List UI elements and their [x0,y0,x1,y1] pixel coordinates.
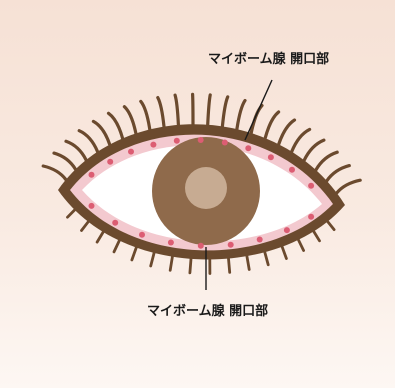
lower-eyelash [229,259,230,273]
gland-opening-dot [257,237,263,243]
gland-opening-dot [228,242,234,248]
gland-opening-dot [245,145,251,151]
gland-opening-dot [289,167,295,173]
gland-opening-dot [308,183,314,189]
lower-eyelash [190,259,191,273]
gland-opening-dot [89,172,95,178]
gland-opening-dot [222,140,228,146]
gland-opening-dot [198,137,204,143]
gland-opening-dot [139,232,145,238]
gland-opening-dot [308,214,314,220]
gland-opening-dot [268,154,274,160]
pupil [185,167,227,209]
label-top: マイボーム腺 開口部 [208,51,329,67]
gland-opening-dot [89,203,95,209]
gland-opening-dot [168,240,174,246]
gland-opening-dot [174,138,180,144]
gland-opening-dot [107,159,113,165]
gland-opening-dot [150,142,156,148]
gland-opening-dot [198,243,204,249]
gland-opening-dot [112,220,118,226]
gland-opening-dot [128,149,134,155]
label-bottom: マイボーム腺 開口部 [147,303,268,319]
gland-opening-dot [284,227,290,233]
